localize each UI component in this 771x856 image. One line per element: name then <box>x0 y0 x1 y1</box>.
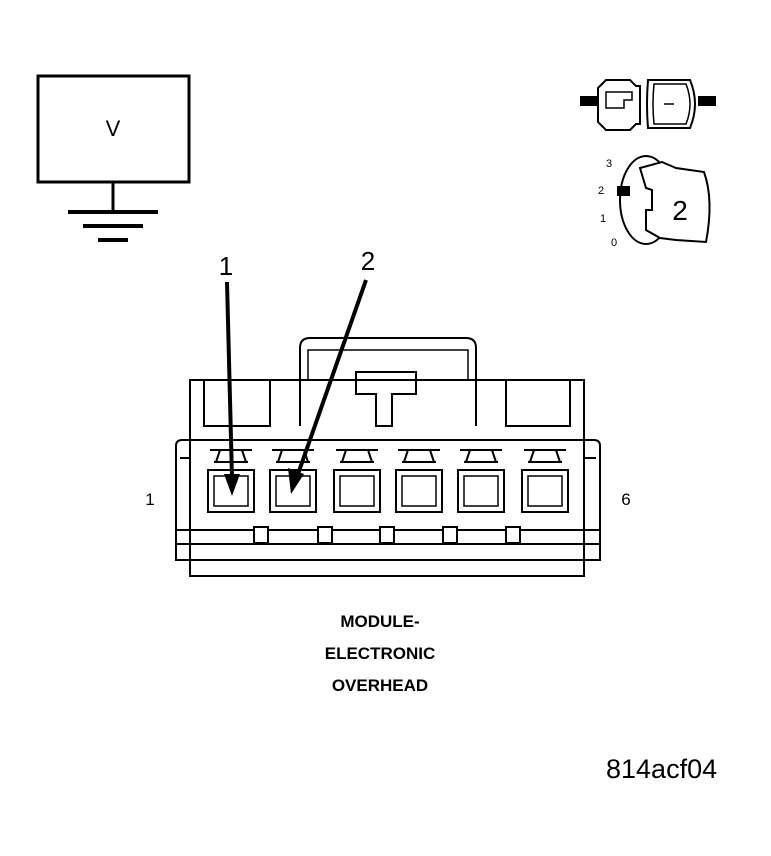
caption-line-1: MODULE- <box>340 612 420 631</box>
probe-arrow-2 <box>288 279 368 494</box>
pin-cavity-4 <box>395 449 443 513</box>
ground-icon <box>68 210 158 242</box>
pin-cavity-5 <box>457 449 505 513</box>
ignition-position-0: 0 <box>611 237 617 249</box>
caption-line-3: OVERHEAD <box>331 676 429 695</box>
caption-line-2: ELECTRONIC <box>324 644 436 663</box>
pin-cavity-6 <box>521 449 569 513</box>
figure-id: 814acf04 <box>606 754 718 784</box>
ignition-key-icon: 3 2 1 0 2 <box>598 155 711 249</box>
component-caption: MODULE- ELECTRONIC OVERHEAD <box>280 606 480 702</box>
voltmeter: V <box>36 74 191 242</box>
pin-cavity-3 <box>333 449 381 513</box>
lock-tabs <box>253 526 521 544</box>
connector-plug-icon <box>580 79 716 131</box>
callout-label-1: 1 <box>219 251 233 281</box>
pin-label-last: 6 <box>621 490 630 509</box>
ignition-position-2: 2 <box>598 185 604 197</box>
probe-arrow-1 <box>224 281 240 496</box>
ignition-key-number: 2 <box>672 195 688 226</box>
ignition-position-1: 1 <box>600 213 606 225</box>
voltmeter-label: V <box>106 116 121 141</box>
pin-cavities <box>207 449 569 513</box>
callout-label-2: 2 <box>361 246 375 276</box>
ignition-position-3: 3 <box>606 158 612 170</box>
pin-label-first: 1 <box>145 490 154 509</box>
